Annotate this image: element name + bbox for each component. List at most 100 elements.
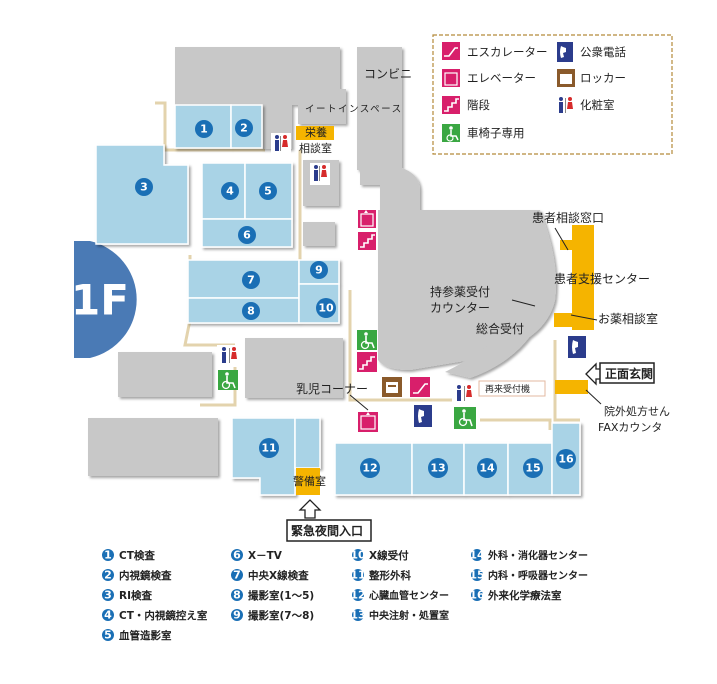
svg-text:撮影室(7～8): 撮影室(7～8) [248, 609, 314, 622]
room-marker-15: 15 [523, 458, 543, 478]
svg-text:X線受付: X線受付 [369, 549, 409, 562]
room-marker-6: 6 [238, 226, 256, 244]
patient-support-label: 患者支援センター [554, 272, 650, 286]
room-marker-3: 3 [135, 178, 153, 196]
svg-text:整形外科: 整形外科 [368, 569, 411, 582]
wheelchair-icon [357, 330, 377, 350]
toilet-icon [310, 163, 330, 185]
svg-text:16: 16 [558, 453, 574, 466]
nursing-label: 乳児コーナー [296, 382, 368, 396]
svg-text:9: 9 [315, 264, 323, 277]
room-marker-13: 13 [428, 458, 448, 478]
svg-text:9: 9 [233, 609, 241, 622]
svg-text:階段: 階段 [467, 98, 490, 112]
room-list-item: 5 血管造影室 [102, 629, 172, 642]
svg-text:15: 15 [525, 462, 540, 475]
svg-text:1: 1 [104, 549, 112, 562]
svg-text:2: 2 [104, 569, 112, 582]
room-marker-2: 2 [235, 119, 253, 137]
legend-phone: 公衆電話 [557, 42, 626, 62]
patient-consult-label: 患者相談窓口 [532, 210, 604, 225]
room-marker-16: 16 [556, 449, 576, 469]
legend-toilet: 化粧室 [559, 97, 615, 113]
svg-text:1: 1 [200, 123, 208, 136]
svg-text:4: 4 [226, 185, 234, 198]
legend-elevator: エレベーター [442, 69, 536, 87]
svg-text:化粧室: 化粧室 [580, 98, 615, 112]
night-entrance-label: 緊急夜間入口 [291, 523, 363, 538]
legend-wheelchair: 車椅子専用 [442, 124, 525, 142]
svg-text:5: 5 [104, 629, 112, 642]
svg-text:14: 14 [479, 462, 495, 475]
room-marker-9: 9 [310, 261, 328, 279]
svg-text:10: 10 [318, 302, 334, 315]
svg-text:X－TV: X－TV [248, 550, 283, 562]
map-icons [217, 133, 586, 432]
svg-text:14: 14 [469, 549, 485, 562]
room-marker-8: 8 [242, 302, 260, 320]
floor-label: 1F [71, 276, 129, 325]
phone-icon [568, 336, 586, 358]
room-list-item: 2 内視鏡検査 [102, 569, 172, 582]
svg-text:11: 11 [350, 569, 365, 582]
room-marker-5: 5 [259, 182, 277, 200]
guard-room-label: 警備室 [293, 474, 326, 488]
nutrition-label-1: 栄養 [305, 125, 327, 139]
main-entrance: 正面玄関 [585, 362, 655, 386]
general-reception-label: 総合受付 [476, 321, 524, 336]
svg-text:15: 15 [469, 569, 484, 582]
room-list-item: 7 中央X線検査 [231, 569, 309, 582]
svg-text:3: 3 [140, 181, 148, 194]
medicine-consult-label: お薬相談室 [598, 311, 658, 326]
svg-text:5: 5 [264, 185, 272, 198]
room-markers: 1 2 3 4 5 6 7 8 9 10 11 12 13 14 15 16 [135, 119, 576, 478]
stairs-icon [357, 352, 377, 372]
svg-text:中央X線検査: 中央X線検査 [248, 569, 309, 582]
revisit-reception: 再来受付機 [478, 380, 546, 397]
svg-text:エレベーター: エレベーター [467, 71, 536, 85]
building-blocks [88, 47, 556, 476]
svg-text:内視鏡検査: 内視鏡検査 [119, 569, 172, 582]
svg-text:13: 13 [350, 609, 365, 622]
svg-text:12: 12 [362, 462, 377, 475]
svg-text:16: 16 [469, 589, 485, 602]
svg-text:7: 7 [233, 569, 241, 582]
svg-text:車椅子専用: 車椅子専用 [467, 126, 525, 140]
bring-in-label-2: カウンター [430, 301, 490, 315]
yellow-areas [296, 126, 594, 495]
toilet-icon [217, 345, 241, 367]
svg-text:エスカレーター: エスカレーター [467, 45, 548, 59]
eat-in-label: イートインスペース [305, 104, 403, 115]
room-list-item: 9 撮影室(7～8) [231, 609, 314, 622]
room-marker-12: 12 [360, 458, 380, 478]
svg-text:12: 12 [350, 589, 365, 602]
room-marker-10: 10 [316, 298, 336, 318]
room-marker-11: 11 [259, 438, 279, 458]
convenience-label: コンビニ [364, 67, 412, 81]
svg-text:2: 2 [240, 122, 248, 135]
svg-text:内科・呼吸器センター: 内科・呼吸器センター [488, 569, 588, 582]
legend-escalator: エスカレーター [442, 42, 548, 60]
locker-icon [382, 377, 402, 397]
phone-icon [414, 405, 432, 427]
room-list-item: 8 撮影室(1～5) [231, 589, 314, 602]
revisit-reception-label: 再来受付機 [485, 383, 530, 395]
night-entrance: 緊急夜間入口 [286, 499, 372, 542]
svg-text:8: 8 [233, 589, 241, 602]
svg-text:RI検査: RI検査 [119, 589, 152, 602]
svg-text:中央注射・処置室: 中央注射・処置室 [369, 609, 449, 622]
svg-text:撮影室(1～5): 撮影室(1～5) [248, 589, 314, 602]
wheelchair-icon [218, 370, 238, 390]
svg-text:血管造影室: 血管造影室 [119, 629, 172, 642]
toilet-icon [452, 383, 476, 405]
svg-text:心臓血管センター: 心臓血管センター [369, 589, 449, 602]
svg-text:11: 11 [261, 442, 276, 455]
elevator-icon [358, 412, 378, 432]
legend: エスカレーター 公衆電話 エレベーター ロッカー 階段 化粧室 車椅子専用 [432, 34, 673, 155]
svg-text:ロッカー: ロッカー [580, 71, 626, 85]
